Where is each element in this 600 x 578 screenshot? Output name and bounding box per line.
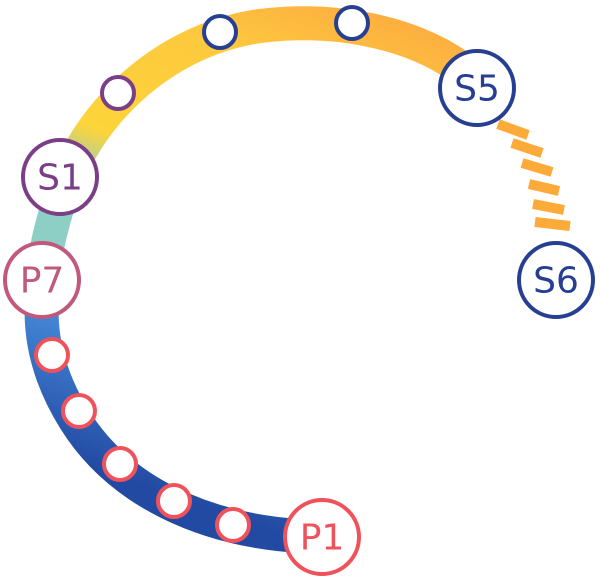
dash-4 [527, 179, 561, 196]
dash-6 [534, 217, 571, 231]
node-p1: P1 [283, 498, 361, 576]
arc-segment-yellow [41, 6, 481, 210]
small-node-pink-1 [34, 337, 70, 373]
small-node-pink-5 [215, 507, 251, 543]
node-s1-label: S1 [37, 158, 83, 199]
node-s6-circle [517, 241, 595, 319]
node-s6: S6 [517, 241, 595, 319]
dash-1 [496, 119, 530, 140]
node-s5: S5 [438, 49, 516, 127]
small-node-navy-2 [334, 5, 370, 41]
small-node-pink-2 [61, 393, 97, 429]
small-nodes [34, 5, 370, 543]
small-node-pink-4 [156, 483, 192, 519]
dash-2 [510, 138, 544, 158]
node-s5-label: S5 [454, 69, 500, 110]
small-node-navy-1 [202, 14, 238, 50]
node-p1-label: P1 [300, 518, 345, 559]
small-node-pink-3 [102, 446, 138, 482]
node-s1-circle [21, 138, 99, 216]
node-p7-label: P7 [20, 261, 65, 302]
node-p1-circle [283, 498, 361, 576]
node-p7-circle [3, 241, 81, 319]
node-s6-label: S6 [533, 261, 579, 302]
dash-5 [532, 199, 565, 215]
dash-3 [520, 158, 554, 177]
node-s1: S1 [21, 138, 99, 216]
node-p7: P7 [3, 241, 81, 319]
small-node-purple-1 [100, 75, 136, 111]
node-s5-circle [438, 49, 516, 127]
dashed-connector [496, 119, 571, 231]
